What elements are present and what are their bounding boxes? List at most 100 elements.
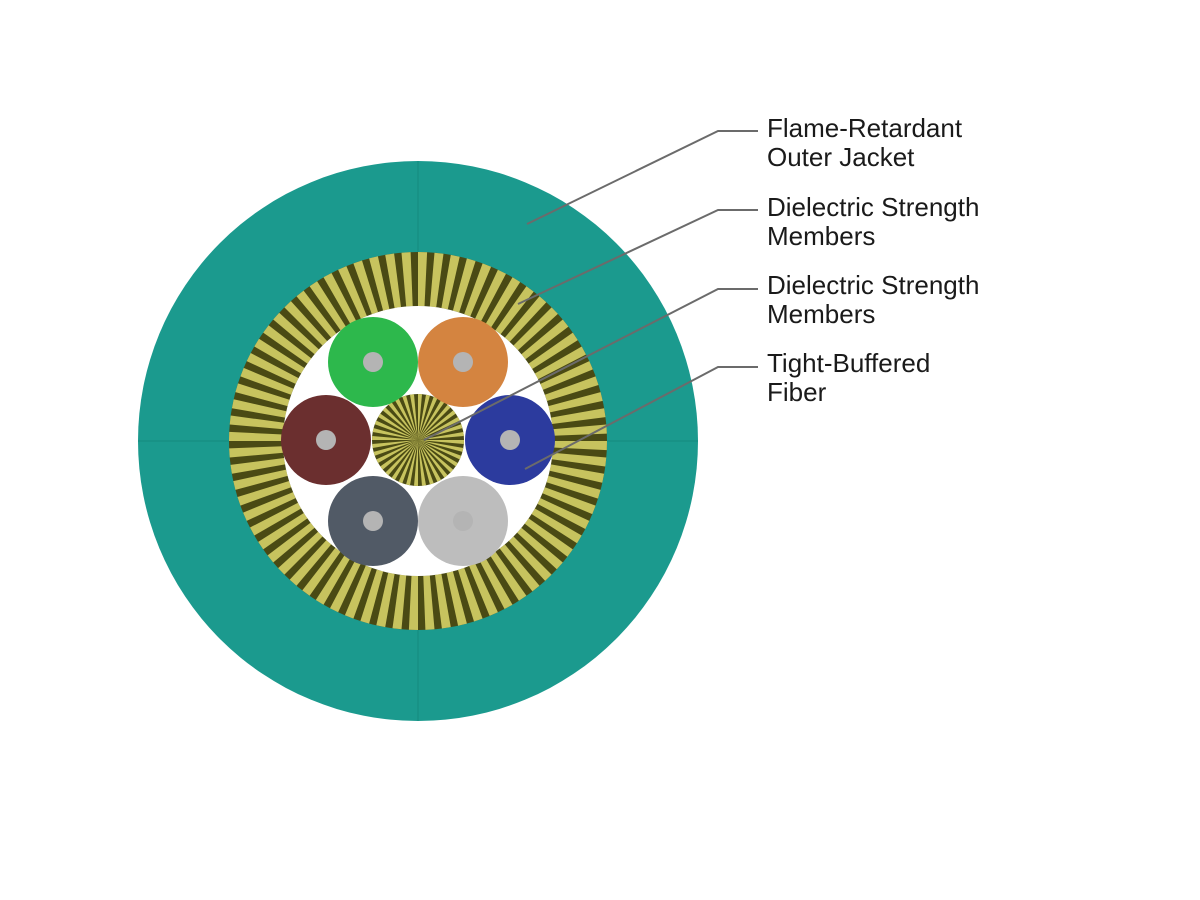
strength-yarn bbox=[423, 575, 435, 630]
strength-yarn bbox=[289, 540, 332, 586]
central-yarn bbox=[380, 440, 418, 470]
strength-yarn bbox=[229, 415, 285, 430]
strength-yarn bbox=[254, 338, 305, 374]
leader-line-strength-outer bbox=[517, 209, 758, 305]
strength-yarn bbox=[338, 266, 367, 319]
central-yarn bbox=[373, 440, 418, 456]
central-yarn bbox=[410, 394, 418, 440]
strength-yarn bbox=[273, 312, 319, 355]
strength-yarn bbox=[392, 574, 407, 630]
central-strength-member-yarns bbox=[372, 394, 464, 486]
central-yarn bbox=[418, 440, 462, 460]
fiber-green bbox=[328, 317, 418, 407]
strength-yarn bbox=[475, 269, 506, 322]
central-yarn bbox=[398, 440, 418, 484]
central-yarn bbox=[418, 396, 438, 440]
strength-yarn bbox=[233, 469, 288, 490]
strength-yarn bbox=[267, 522, 315, 563]
central-yarn bbox=[372, 436, 418, 440]
leader-line-jacket bbox=[526, 130, 758, 225]
label-strength-members-outer-line2: Members bbox=[767, 221, 876, 251]
central-yarn bbox=[406, 440, 418, 486]
leader-line-fiber bbox=[524, 366, 758, 470]
fiber-slate bbox=[328, 476, 418, 566]
strength-yarn bbox=[542, 487, 596, 515]
strength-yarn bbox=[452, 258, 476, 313]
strength-yarn bbox=[435, 573, 451, 629]
fiber-blue bbox=[465, 395, 555, 485]
strength-yarn bbox=[401, 252, 413, 307]
strength-yarn bbox=[229, 431, 284, 441]
strength-yarn bbox=[458, 567, 483, 622]
strength-yarn bbox=[302, 547, 341, 596]
central-yarn bbox=[374, 420, 418, 440]
label-strength-members-outer: Dielectric Strength Members bbox=[767, 193, 979, 251]
strength-yarn bbox=[485, 277, 521, 328]
central-yarn bbox=[414, 440, 418, 486]
label-strength-members-central-line2: Members bbox=[767, 299, 876, 329]
central-yarn bbox=[388, 402, 418, 440]
strength-yarn bbox=[524, 518, 573, 557]
central-yarn bbox=[382, 407, 418, 440]
fiber-brown bbox=[281, 395, 371, 485]
strength-yarn bbox=[385, 253, 401, 309]
central-yarn bbox=[378, 413, 418, 440]
label-tight-buffered-fiber-line1: Tight-Buffered bbox=[767, 348, 931, 378]
strength-yarn bbox=[464, 263, 492, 317]
central-yarn bbox=[395, 398, 418, 440]
strength-yarn bbox=[495, 286, 534, 335]
central-yarn bbox=[418, 440, 464, 444]
label-outer-jacket-line1: Flame-Retardant bbox=[767, 113, 963, 143]
label-outer-jacket-line2: Outer Jacket bbox=[767, 142, 915, 172]
strength-yarn bbox=[278, 531, 323, 575]
strength-yarn bbox=[418, 252, 428, 307]
central-yarn bbox=[402, 395, 418, 440]
central-yarn bbox=[418, 394, 422, 440]
strength-yarn bbox=[240, 367, 294, 395]
fiber-core-brown bbox=[316, 430, 336, 450]
strength-yarn bbox=[548, 392, 603, 413]
central-yarn bbox=[418, 440, 448, 478]
strength-yarn bbox=[446, 571, 467, 626]
strength-yarn bbox=[309, 281, 346, 331]
central-yarn bbox=[418, 440, 454, 473]
strength-yarn bbox=[230, 458, 286, 474]
central-yarn bbox=[418, 440, 458, 467]
central-yarn bbox=[418, 400, 445, 440]
central-yarn bbox=[391, 440, 418, 480]
strength-yarn bbox=[551, 452, 607, 467]
strength-yarn bbox=[513, 307, 558, 351]
fiber-orange bbox=[418, 317, 508, 407]
leader-lines bbox=[423, 130, 758, 470]
label-tight-buffered-fiber: Tight-Buffered Fiber bbox=[767, 349, 930, 407]
strength-yarn bbox=[237, 481, 292, 506]
strength-yarn bbox=[284, 301, 328, 346]
strength-yarn bbox=[376, 572, 395, 628]
strength-yarn bbox=[229, 446, 284, 458]
strength-yarn bbox=[441, 254, 460, 310]
fiber-core-green bbox=[363, 352, 383, 372]
fiber-core-gray bbox=[453, 511, 473, 531]
strength-yarn bbox=[330, 560, 361, 613]
strength-yarn bbox=[546, 475, 601, 499]
central-yarn bbox=[418, 440, 426, 486]
fiber-gray bbox=[418, 476, 508, 566]
label-tight-buffered-fiber-line2: Fiber bbox=[767, 377, 827, 407]
strength-yarn bbox=[243, 492, 296, 521]
strength-yarn bbox=[550, 408, 606, 424]
strength-yarn bbox=[504, 296, 547, 342]
strength-yarn bbox=[534, 346, 586, 380]
strength-yarn bbox=[531, 508, 582, 544]
strength-yarn bbox=[246, 353, 299, 384]
fiber-core-orange bbox=[453, 352, 473, 372]
strength-yarn bbox=[521, 319, 569, 360]
central-yarn bbox=[418, 394, 430, 440]
strength-yarn bbox=[469, 563, 498, 616]
central-yarn bbox=[418, 440, 434, 485]
fiber-core-blue bbox=[500, 430, 520, 450]
central-yarn bbox=[376, 440, 418, 463]
central-yarn bbox=[418, 417, 460, 440]
central-yarn bbox=[418, 404, 451, 440]
strength-yarn bbox=[315, 554, 351, 605]
